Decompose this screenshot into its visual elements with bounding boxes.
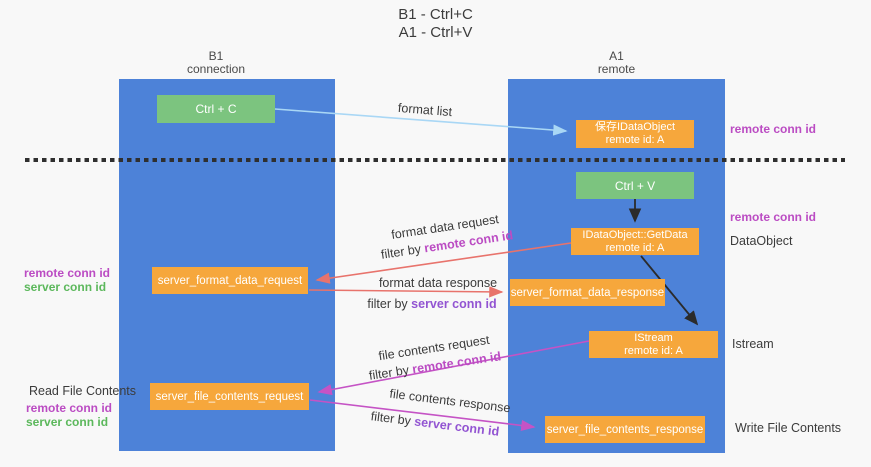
node-istream: IStream remote id: A [589, 331, 718, 358]
annotation-write-file-contents: Write File Contents [735, 421, 842, 435]
server-conn-id-text: server conn id [411, 297, 497, 311]
node-istream-line2: remote id: A [624, 344, 683, 357]
filter-by-text: filter by [370, 409, 412, 428]
server-conn-id-text: server conn id [413, 414, 500, 439]
node-ctrl-v: Ctrl + V [576, 172, 694, 199]
node-save-idataobject: 保存IDataObject remote id: A [576, 120, 694, 148]
annotation-left2-remote-conn-id: remote conn id [26, 401, 113, 415]
node-idataobject-getdata-line2: remote id: A [605, 241, 665, 254]
node-ctrl-v-label: Ctrl + V [614, 178, 656, 193]
label-format-data-response: format data response [378, 276, 498, 290]
filter-by-text: filter by [380, 241, 422, 262]
node-idataobject-getdata-line1: IDataObject::GetData [582, 228, 688, 241]
node-istream-line1: IStream [634, 331, 673, 344]
label-filter-server-2: filter by server conn id [370, 409, 500, 439]
node-server-file-contents-request: server_file_contents_request [150, 383, 309, 410]
node-save-idataobject-line1: 保存IDataObject [594, 121, 676, 133]
label-file-contents-response: file contents response [388, 386, 512, 416]
lane-left-name: B1 [208, 49, 224, 63]
diagram-title: B1 - Ctrl+C A1 - Ctrl+V [0, 6, 871, 42]
node-server-file-contents-response: server_file_contents_response [545, 416, 705, 443]
annotation-left-server-conn-id: server conn id [24, 280, 107, 294]
annotation-left-conn-ids: remote conn id server conn id [24, 266, 111, 294]
lane-right-role: remote [597, 62, 636, 76]
annotation-remote-conn-id-top: remote conn id [730, 122, 817, 136]
annotation-left-remote-conn-id: remote conn id [24, 266, 111, 280]
lane-right-header: A1 remote [508, 50, 725, 76]
lane-left-header: B1 connection [108, 50, 324, 76]
filter-by-text: filter by [368, 362, 410, 383]
node-server-format-data-response-label: server_format_data_response [510, 286, 665, 299]
annotation-dataobject: DataObject [730, 234, 793, 248]
title-line-2: A1 - Ctrl+V [398, 24, 473, 41]
edge-format-data-response [308, 286, 504, 298]
annotation-left2-server-conn-id: server conn id [26, 415, 109, 429]
filter-by-text: filter by [367, 297, 408, 311]
lane-left-role: connection [186, 62, 246, 76]
annotation-remote-conn-id-mid: remote conn id [730, 210, 817, 224]
node-server-format-data-request-label: server_format_data_request [157, 274, 303, 287]
label-format-list: format list [397, 100, 453, 120]
dashed-separator [25, 158, 845, 162]
label-filter-server-1: filter by server conn id [367, 297, 496, 311]
node-server-file-contents-request-label: server_file_contents_request [155, 390, 304, 403]
annotation-istream: Istream [732, 337, 774, 351]
node-server-format-data-request: server_format_data_request [152, 267, 308, 294]
node-server-file-contents-response-label: server_file_contents_response [546, 423, 704, 436]
annotation-left2-conn-ids: remote conn id server conn id [26, 401, 113, 429]
node-ctrl-c: Ctrl + C [157, 95, 275, 123]
title-line-1: B1 - Ctrl+C [398, 6, 473, 23]
node-ctrl-c-label: Ctrl + C [195, 102, 237, 116]
annotation-read-file-contents: Read File Contents [29, 384, 137, 398]
node-server-format-data-response: server_format_data_response [510, 279, 665, 306]
node-save-idataobject-line2: remote id: A [605, 134, 665, 146]
node-idataobject-getdata: IDataObject::GetData remote id: A [571, 228, 699, 255]
lane-right-name: A1 [609, 49, 624, 63]
